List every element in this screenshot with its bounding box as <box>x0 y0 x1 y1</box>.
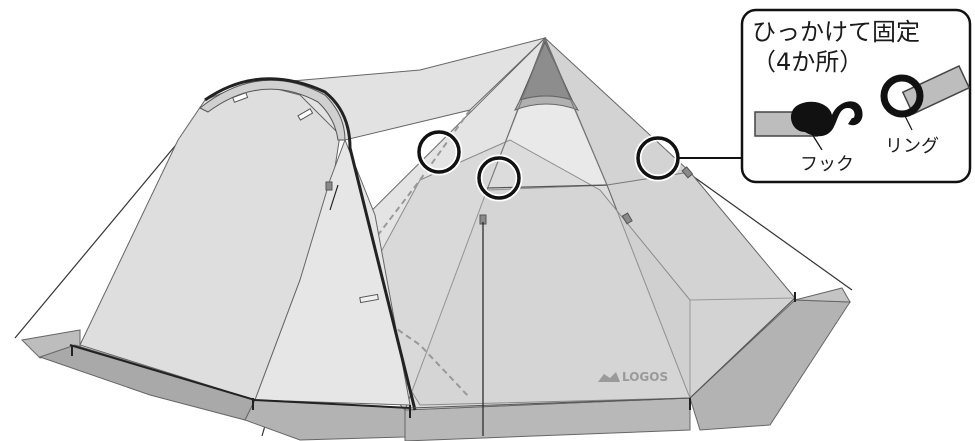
callout-box: ひっかけて固定 （4か所） フック リング <box>742 10 970 182</box>
hook-label: フック <box>800 154 854 175</box>
callout-title-line2: （4か所） <box>752 48 863 76</box>
logo-text: LOGOS <box>622 370 668 384</box>
ring-label: リング <box>885 136 939 157</box>
callout-title-line1: ひっかけて固定 <box>752 18 920 46</box>
